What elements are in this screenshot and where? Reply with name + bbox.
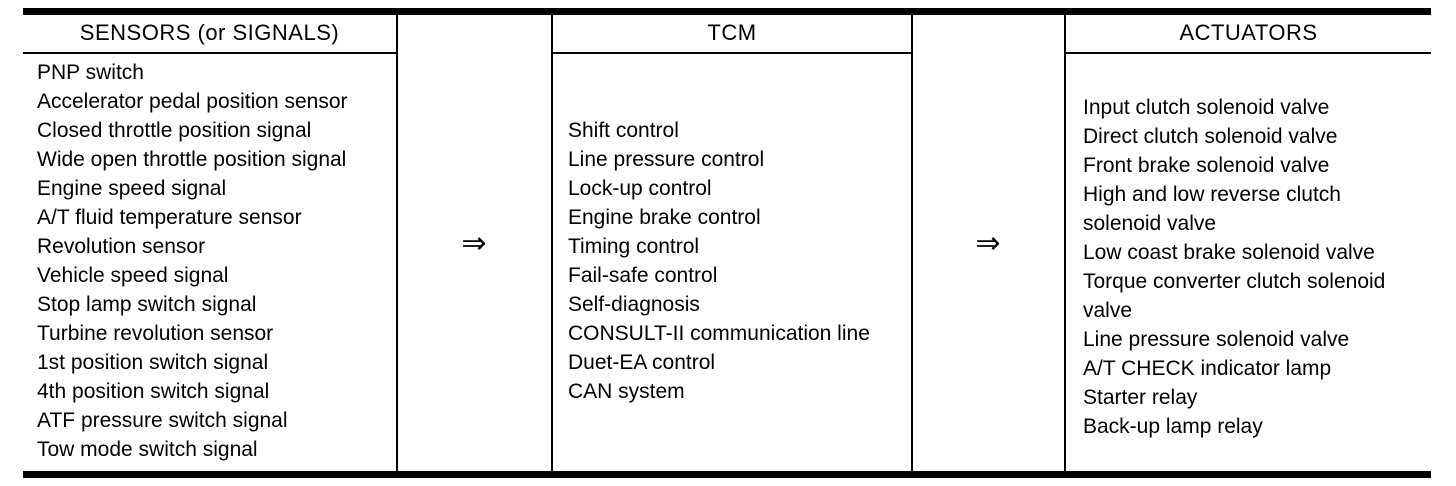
list-item: Low coast brake solenoid valve xyxy=(1083,241,1375,264)
list-item: Engine brake control xyxy=(568,206,761,229)
sensors-header-underline xyxy=(23,52,396,54)
list-item: Wide open throttle position signal xyxy=(37,148,347,171)
actuators-header-underline xyxy=(1066,52,1431,54)
list-item: Front brake solenoid valve xyxy=(1083,154,1330,177)
list-item: Back-up lamp relay xyxy=(1083,415,1263,438)
list-item: 1st position switch signal xyxy=(37,351,269,374)
sensors-column-right-border xyxy=(396,15,398,471)
list-item: valve xyxy=(1083,299,1133,322)
tcm-column-left-border xyxy=(551,15,553,471)
sensors-column-header: SENSORS (or SIGNALS) xyxy=(79,20,340,45)
list-item: solenoid valve xyxy=(1083,212,1217,235)
list-item: Revolution sensor xyxy=(37,235,206,258)
list-item: Shift control xyxy=(568,119,679,142)
list-item: ATF pressure switch signal xyxy=(37,409,288,432)
list-item: Direct clutch solenoid valve xyxy=(1083,125,1338,148)
list-item: Turbine revolution sensor xyxy=(37,322,274,345)
list-item: Closed throttle position signal xyxy=(37,119,312,142)
list-item: Engine speed signal xyxy=(37,177,227,200)
tcm-header-underline xyxy=(553,52,911,54)
bottom-border-rule xyxy=(23,471,1431,478)
tcm-column-header: TCM xyxy=(707,20,757,45)
tcm-column-right-border xyxy=(911,15,913,471)
list-item: Stop lamp switch signal xyxy=(37,293,257,316)
list-item: Torque converter clutch solenoid xyxy=(1083,270,1386,293)
sensors-to-tcm-arrow-icon: ⇒ xyxy=(461,227,487,260)
list-item: Duet-EA control xyxy=(568,351,716,374)
list-item: Tow mode switch signal xyxy=(37,438,258,461)
list-item: Fail-safe control xyxy=(568,264,718,287)
list-item: Timing control xyxy=(568,235,700,258)
list-item: Line pressure solenoid valve xyxy=(1083,328,1350,351)
list-item: Lock-up control xyxy=(568,177,712,200)
tcm-to-actuators-arrow-icon: ⇒ xyxy=(975,227,1001,260)
list-item: CAN system xyxy=(568,380,685,403)
list-item: Accelerator pedal position sensor xyxy=(37,90,348,113)
list-item: Line pressure control xyxy=(568,148,765,171)
list-item: Self-diagnosis xyxy=(568,293,700,316)
actuators-column-left-border xyxy=(1064,15,1066,471)
top-border-rule xyxy=(23,8,1431,15)
list-item: A/T fluid temperature sensor xyxy=(37,206,302,229)
list-item: Vehicle speed signal xyxy=(37,264,229,287)
list-item: CONSULT-II communication line xyxy=(568,322,870,345)
list-item: A/T CHECK indicator lamp xyxy=(1083,357,1332,380)
actuators-column-header: ACTUATORS xyxy=(1179,20,1318,45)
list-item: PNP switch xyxy=(37,61,144,84)
list-item: Input clutch solenoid valve xyxy=(1083,96,1330,119)
list-item: High and low reverse clutch xyxy=(1083,183,1341,206)
list-item: Starter relay xyxy=(1083,386,1198,409)
list-item: 4th position switch signal xyxy=(37,380,270,403)
